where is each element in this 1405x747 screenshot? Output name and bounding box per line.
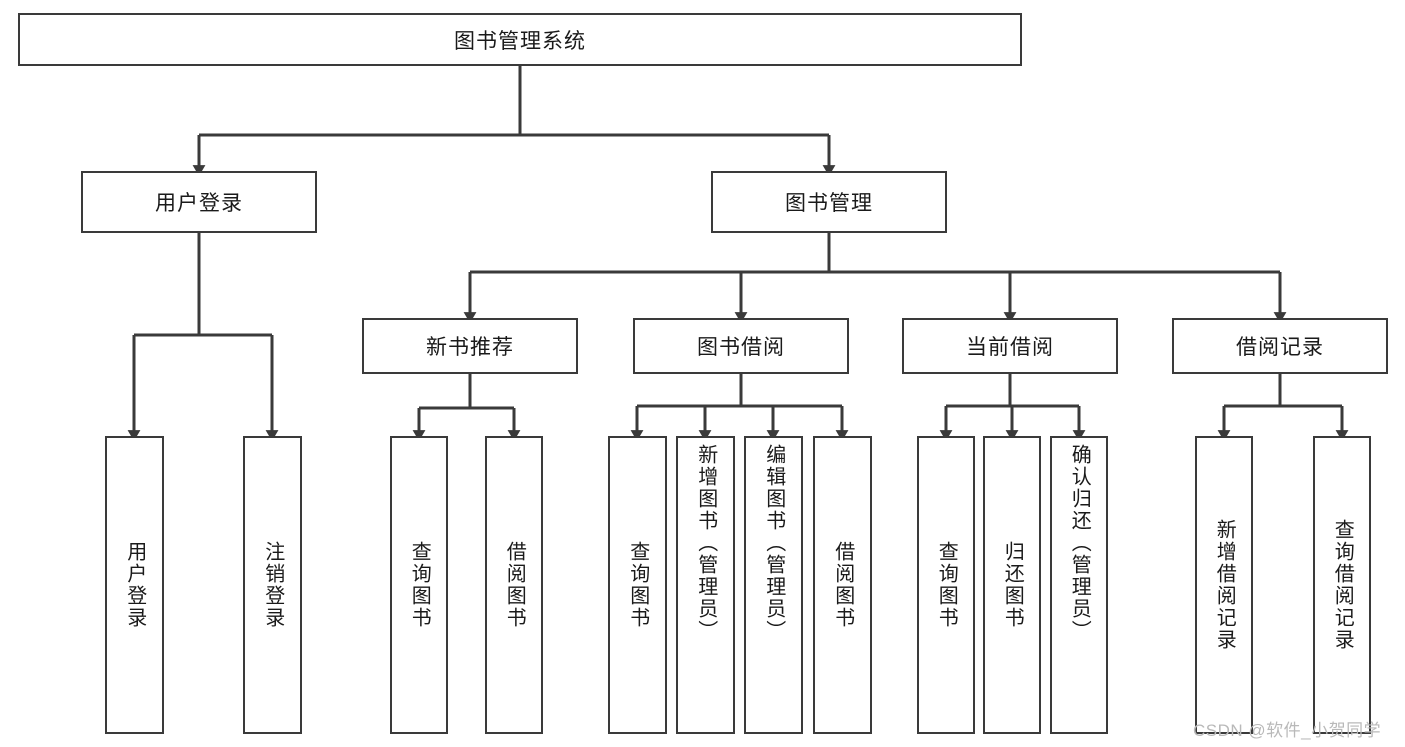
node-label: 查询图书 xyxy=(935,541,958,629)
node-label: 借阅图书 xyxy=(831,541,854,629)
node-level2[interactable]: 图书管理 xyxy=(711,171,947,233)
node-leaf[interactable]: 新增借阅记录 xyxy=(1195,436,1253,734)
csdn-watermark: CSDN @软件_小贺同学 xyxy=(1193,721,1382,740)
node-leaf[interactable]: 注销登录 xyxy=(243,436,302,734)
node-label: 借阅图书 xyxy=(503,541,526,629)
node-leaf[interactable]: 借阅图书 xyxy=(485,436,543,734)
node-leaf[interactable]: 用户登录 xyxy=(105,436,164,734)
node-leaf[interactable]: 确认归还（管理员） xyxy=(1050,436,1108,734)
node-label: 借阅记录 xyxy=(1236,336,1324,359)
node-leaf[interactable]: 归还图书 xyxy=(983,436,1041,734)
node-level3[interactable]: 图书借阅 xyxy=(633,318,849,374)
node-label: 归还图书 xyxy=(1001,541,1024,629)
node-label: 用户登录 xyxy=(123,541,146,629)
node-level3[interactable]: 借阅记录 xyxy=(1172,318,1388,374)
node-level3[interactable]: 当前借阅 xyxy=(902,318,1118,374)
node-label: 新增借阅记录 xyxy=(1213,519,1236,651)
node-label: 新增图书（管理员） xyxy=(694,444,717,642)
node-label: 图书借阅 xyxy=(697,336,785,359)
node-label: 图书管理 xyxy=(785,192,873,215)
node-leaf[interactable]: 查询图书 xyxy=(390,436,448,734)
node-label: 用户登录 xyxy=(155,192,243,215)
node-label: 当前借阅 xyxy=(966,336,1054,359)
node-label: 查询借阅记录 xyxy=(1331,519,1354,651)
node-label: 编辑图书（管理员） xyxy=(762,444,785,642)
node-level2[interactable]: 用户登录 xyxy=(81,171,317,233)
node-label: 确认归还（管理员） xyxy=(1068,444,1091,642)
node-label: 图书管理系统 xyxy=(454,29,586,53)
node-leaf[interactable]: 查询图书 xyxy=(608,436,667,734)
node-label: 查询图书 xyxy=(408,541,431,629)
node-label: 查询图书 xyxy=(626,541,649,629)
node-label: 新书推荐 xyxy=(426,336,514,359)
node-level3[interactable]: 新书推荐 xyxy=(362,318,578,374)
node-label: 注销登录 xyxy=(261,541,284,629)
node-leaf[interactable]: 新增图书（管理员） xyxy=(676,436,735,734)
node-leaf[interactable]: 查询图书 xyxy=(917,436,975,734)
node-leaf[interactable]: 编辑图书（管理员） xyxy=(744,436,803,734)
node-leaf[interactable]: 查询借阅记录 xyxy=(1313,436,1371,734)
node-leaf[interactable]: 借阅图书 xyxy=(813,436,872,734)
node-root[interactable]: 图书管理系统 xyxy=(18,13,1022,66)
